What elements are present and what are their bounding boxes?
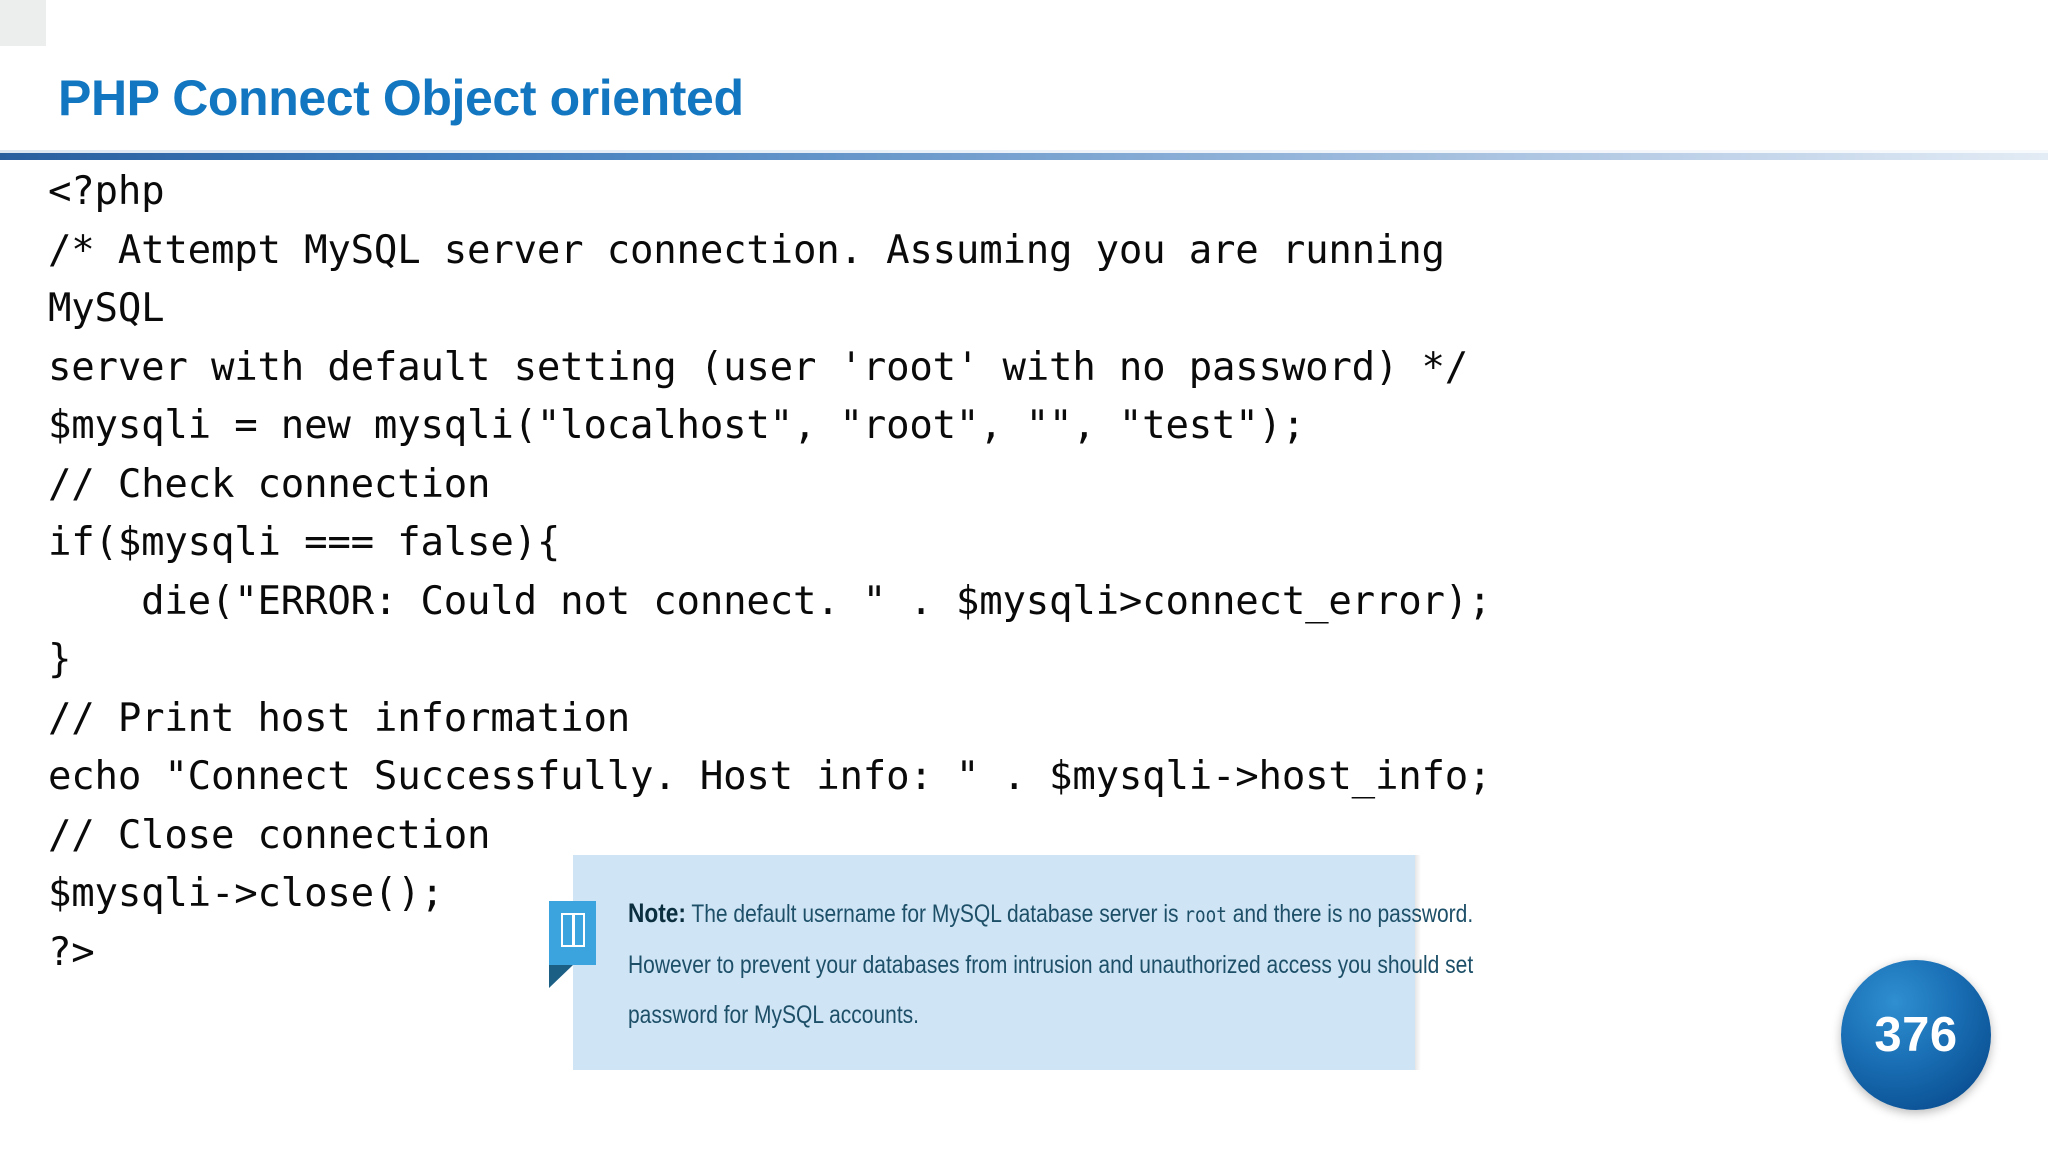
note-callout	[573, 855, 1415, 1070]
page-number-label: 376	[1874, 1008, 1958, 1062]
code-line: // Print host information	[48, 695, 630, 741]
note-callout-shadow	[1415, 855, 1421, 1070]
code-line: // Check connection	[48, 461, 491, 507]
note-line-2: However to prevent your databases from i…	[628, 951, 1474, 979]
note-root-username: root	[1184, 903, 1227, 927]
note-line-1: Note: The default username for MySQL dat…	[628, 888, 1473, 940]
code-line: // Close connection	[48, 812, 491, 858]
page-number-badge: 376	[1841, 960, 1991, 1110]
note-line-1-part-a: The default username for MySQL database …	[685, 900, 1185, 928]
code-line: $mysqli->close();	[48, 871, 444, 916]
code-line: $mysqli = new mysqli("localhost", "root"…	[48, 403, 1306, 448]
code-line: MySQL	[48, 286, 165, 331]
code-line: /* Attempt MySQL server connection. Assu…	[48, 227, 1445, 273]
code-line: die("ERROR: Could not connect. " . $mysq…	[48, 578, 1492, 624]
note-label: Note:	[628, 898, 686, 928]
book-icon-spine	[572, 913, 575, 947]
title-divider	[0, 153, 2048, 160]
title-rule-highlight	[0, 150, 2048, 153]
code-block: <?php /* Attempt MySQL server connection.…	[48, 163, 1848, 982]
note-icon-tail	[549, 965, 573, 988]
code-line: }	[48, 637, 72, 682]
code-line: <?php	[48, 169, 165, 214]
corner-decoration	[0, 0, 46, 46]
code-line: if($mysqli === false){	[48, 520, 561, 565]
note-line-1-part-b: and there is no password.	[1226, 900, 1474, 928]
code-line: server with default setting (user 'root'…	[48, 344, 1469, 390]
page-title: PHP Connect Object oriented	[58, 70, 744, 126]
note-line-3: password for MySQL accounts.	[628, 1001, 920, 1029]
code-line: echo "Connect Successfully. Host info: "…	[48, 754, 1492, 799]
code-line: ?>	[48, 929, 95, 975]
note-text: Note: The default username for MySQL dat…	[628, 888, 1474, 1040]
